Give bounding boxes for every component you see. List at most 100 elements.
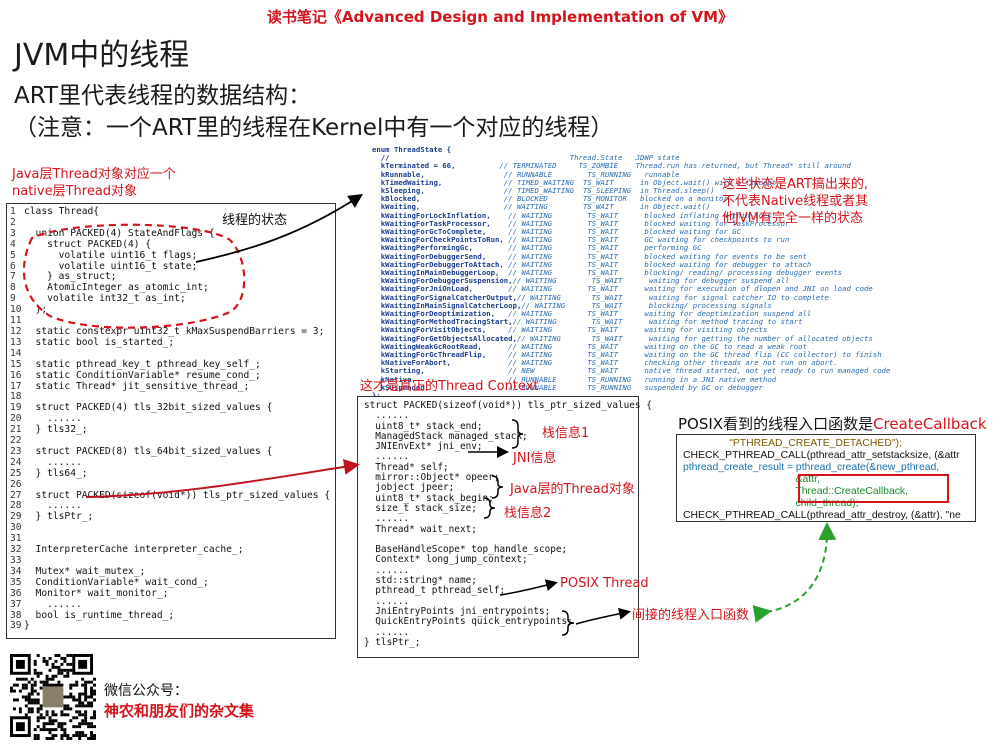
enum-comment: // TERMINATED TS_ZOMBIE Thread.run has r… — [455, 161, 851, 171]
qr-module — [93, 713, 96, 717]
qr-module — [27, 695, 31, 699]
line-text: ...... — [24, 598, 82, 610]
qr-module — [48, 668, 52, 672]
line-text: struct PACKED(4) tls_32bit_sized_values … — [24, 402, 273, 414]
qr-module — [78, 722, 82, 726]
code-line: 39} — [10, 620, 335, 632]
line-number: 34 — [10, 565, 22, 577]
qr-module — [84, 716, 88, 720]
qr-module — [51, 728, 55, 732]
line-number: 4 — [10, 238, 16, 250]
qr-module — [24, 713, 28, 717]
qr-module — [69, 668, 73, 672]
enum-identifier: }; — [372, 391, 381, 400]
enum-line: kWaitingForLockInflation, // WAITING TS_… — [372, 211, 890, 220]
qr-module — [48, 656, 52, 660]
qr-module — [84, 698, 88, 702]
qr-module — [93, 734, 96, 738]
qr-module — [84, 692, 88, 696]
qr-module — [42, 656, 46, 660]
line-text: } — [24, 620, 30, 632]
enum-comment: // TIMED_WAITING TS_WAIT in Object.wait(… — [442, 177, 777, 187]
qr-module — [90, 689, 94, 693]
qr-module — [60, 722, 64, 726]
enum-comment: // WAITING TS_WAIT blocked waiting for t… — [490, 218, 790, 228]
line-number: 25 — [10, 467, 22, 479]
enum-comment: // WAITING TS_WAIT waiting for debugger … — [512, 276, 790, 286]
qr-module — [45, 662, 49, 666]
qr-module — [93, 710, 96, 714]
qr-module — [42, 680, 46, 684]
line-number: 38 — [10, 609, 22, 621]
qr-module — [66, 668, 70, 672]
qr-module — [36, 725, 40, 729]
code-line: 15 static pthread_key_t pthread_key_self… — [10, 359, 335, 371]
java-thread-object-label: Java层的Thread对象 — [510, 482, 635, 497]
qr-module — [60, 713, 64, 717]
qr-module — [84, 710, 88, 714]
qr-module — [90, 701, 94, 705]
qr-module — [78, 701, 82, 705]
qr-module — [66, 737, 70, 740]
qr-module — [90, 734, 94, 738]
line-number: 32 — [10, 544, 22, 556]
line-number: 12 — [10, 325, 22, 337]
qr-module — [69, 683, 73, 687]
qr-module — [45, 710, 49, 714]
qr-module — [54, 659, 58, 663]
green-dashed-arrow — [752, 522, 837, 623]
line-number: 19 — [10, 402, 22, 414]
enum-comment: // WAITING TS_WAIT waiting for getting t… — [516, 333, 873, 343]
qr-module — [48, 716, 52, 720]
qr-module — [39, 671, 43, 675]
qr-module — [42, 722, 46, 726]
qr-module — [48, 719, 52, 723]
enum-line: kWaitingWeakGcRootRead, // WAITING TS_WA… — [372, 341, 890, 351]
enum-comment: // RUNNABLE TS_RUNNING runnable — [424, 169, 680, 179]
qr-module — [87, 704, 91, 708]
enum-line: kBlocked, // BLOCKED TS_MONITOR blocked … — [372, 195, 890, 203]
qr-module — [57, 722, 61, 726]
left-note: Java层Thread对象对应一个 native层Thread对象 — [12, 166, 176, 200]
tls-code-line: mirror::Object* opeer; — [364, 472, 500, 484]
enum-identifier: kWaitingForMethodTracingStart, — [372, 317, 513, 327]
line-number: 24 — [10, 456, 22, 468]
qr-module — [90, 737, 94, 740]
tls-code-line: Thread* self; — [364, 461, 449, 473]
qr-module — [21, 695, 25, 699]
qr-module — [45, 674, 49, 678]
qr-module — [78, 704, 82, 708]
qr-module — [93, 689, 96, 693]
qr-module — [93, 716, 96, 720]
qr-module — [87, 722, 91, 726]
tls-ptr-code-box: struct PACKED(sizeof(void*)) tls_ptr_siz… — [357, 396, 652, 658]
code-line: 30 — [10, 522, 335, 534]
indirect-entry-label: 间接的线程入口函数 — [632, 608, 750, 623]
enum-identifier: kBlocked, — [372, 194, 421, 204]
line-text: Monitor* wait_monitor_; — [24, 587, 169, 599]
qr-module — [69, 692, 73, 696]
posix-code-line: child_thread); — [683, 498, 859, 509]
line-number: 18 — [10, 391, 22, 403]
enum-identifier: kNative, — [372, 374, 416, 384]
qr-module — [63, 731, 67, 735]
enum-identifier: enum ThreadState { — [372, 145, 452, 154]
line-text: struct PACKED(8) tls_64bit_sized_values … — [24, 445, 273, 457]
code-line: 25 } tls64_; — [10, 467, 335, 480]
qr-module — [45, 722, 49, 726]
qr-module — [60, 710, 64, 714]
tls-code-line: ...... — [364, 410, 410, 422]
qr-module — [51, 665, 55, 669]
enum-comment: // WAITING TS_WAIT waiting on the GC to … — [481, 341, 807, 351]
line-text: ...... — [24, 413, 82, 425]
line-number: 33 — [10, 555, 22, 566]
line-number: 16 — [10, 369, 22, 381]
qr-module — [36, 692, 40, 696]
qr-module — [60, 671, 64, 675]
line-number: 20 — [10, 413, 22, 425]
enum-comment: // WAITING TS_WAIT waiting for signal ca… — [516, 292, 829, 302]
qr-module — [75, 725, 79, 729]
qr-module — [48, 728, 52, 732]
enum-comment: // NEW TS_WAIT native thread started, no… — [424, 366, 891, 376]
